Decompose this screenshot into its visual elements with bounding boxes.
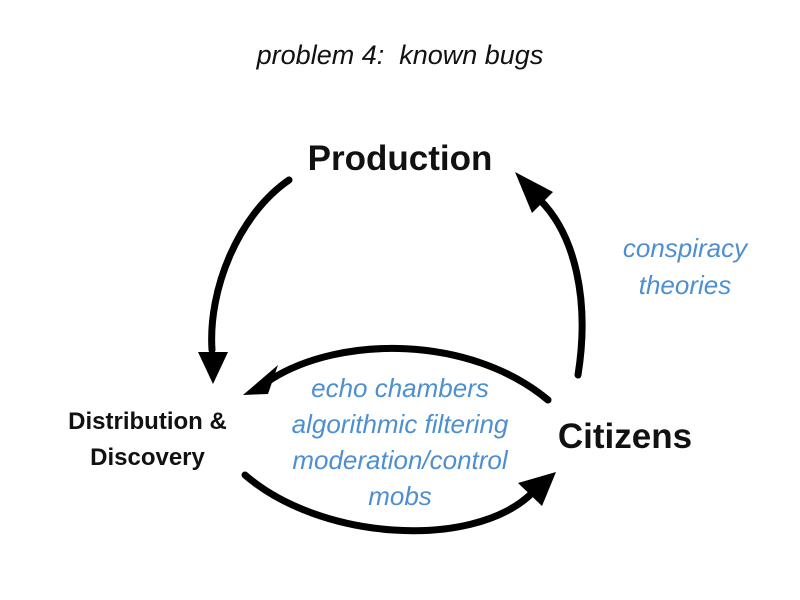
arrowhead-distribution-top xyxy=(198,352,228,384)
node-distribution-line-1: Distribution & xyxy=(68,408,227,435)
bug-mobs: mobs xyxy=(368,481,432,511)
arrow-production-to-distribution xyxy=(208,176,293,354)
bug-list-center: echo chambers algorithmic filtering mode… xyxy=(260,370,540,514)
bug-conspiracy-line-2: theories xyxy=(638,270,732,300)
bug-conspiracy-theories: conspiracy theories xyxy=(595,230,775,304)
bug-moderation-control: moderation/control xyxy=(292,445,508,475)
node-distribution-discovery: Distribution & Discovery xyxy=(40,404,255,476)
arrowhead-distribution-side xyxy=(243,365,278,395)
arrowhead-production-right xyxy=(515,172,553,213)
bug-echo-chambers: echo chambers xyxy=(311,373,489,403)
node-distribution-line-2: Discovery xyxy=(90,444,205,471)
diagram-title: problem 4: known bugs xyxy=(256,40,544,70)
arrow-citizens-to-distribution xyxy=(266,344,552,404)
arrow-distribution-to-citizens xyxy=(241,471,534,535)
node-citizens: Citizens xyxy=(557,417,693,456)
arrow-citizens-to-production xyxy=(536,196,586,379)
bug-conspiracy-line-1: conspiracy xyxy=(622,233,748,263)
bug-algorithmic-filtering: algorithmic filtering xyxy=(291,409,509,439)
arrowhead-citizens-bottom xyxy=(518,472,556,506)
node-production: Production xyxy=(307,139,493,178)
